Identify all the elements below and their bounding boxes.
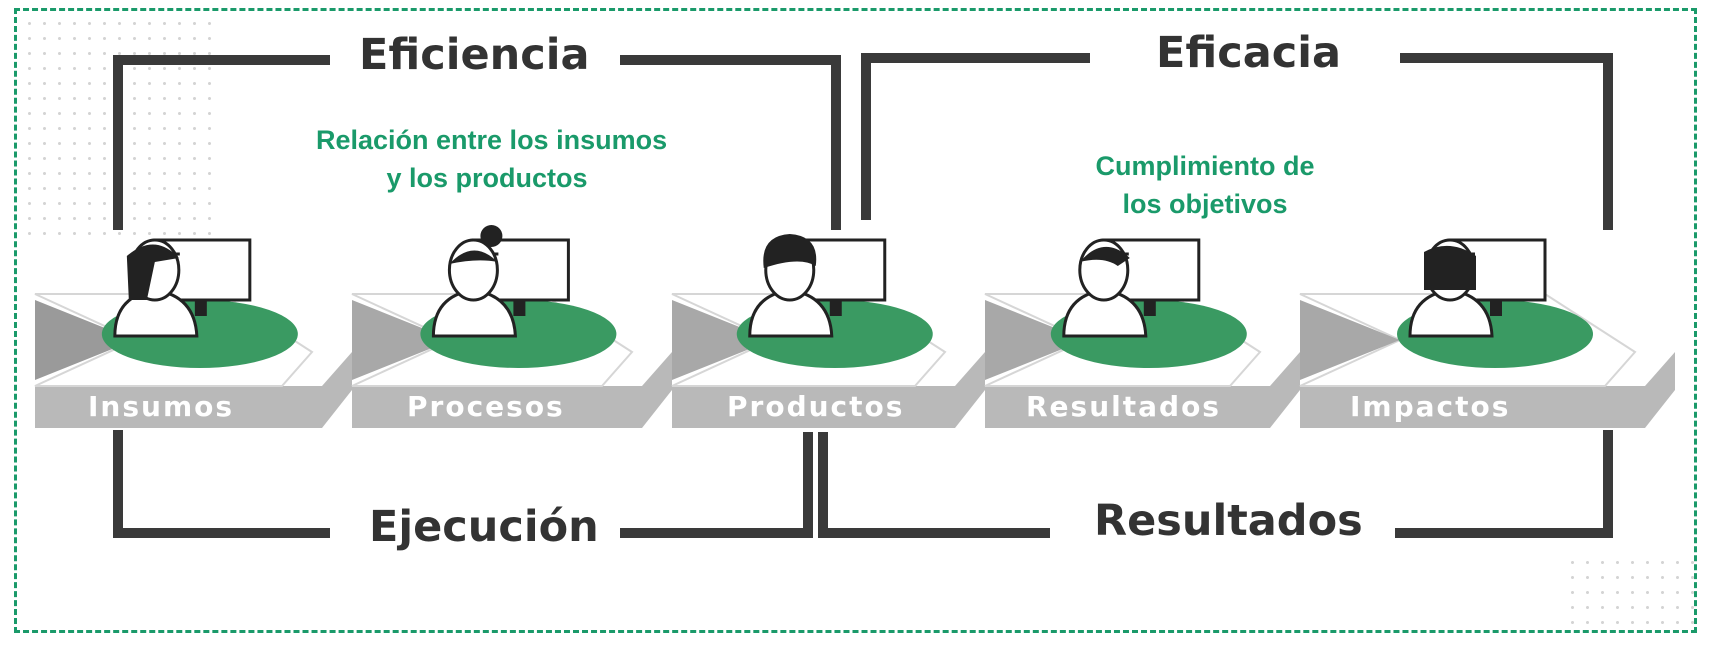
stage-insumos xyxy=(34,238,352,428)
stage-arrow-notch xyxy=(35,300,135,380)
person-hair-icon xyxy=(126,244,179,300)
stage-productos xyxy=(671,234,985,428)
hair-bun-icon xyxy=(480,225,503,247)
stage-label-productos: Productos xyxy=(727,390,905,423)
monitor-stand xyxy=(194,300,207,316)
monitor-stand xyxy=(1490,300,1502,316)
bracket-eficacia xyxy=(861,53,1613,230)
label-ejecucion: Ejecución xyxy=(355,502,613,552)
stage-arrow-notch xyxy=(1300,300,1400,380)
label-eficiencia: Eficiencia xyxy=(345,30,604,80)
desc-eficiencia: Relación entre los insumos y los product… xyxy=(316,121,668,197)
stage-impactos xyxy=(1299,238,1675,428)
person-head-icon xyxy=(447,238,499,302)
stage-label-insumos: Insumos xyxy=(88,390,235,423)
bracket-eficiencia xyxy=(113,55,841,230)
label-resultados: Resultados xyxy=(1080,496,1377,546)
stage-procesos xyxy=(351,225,672,428)
desc-eficacia-line1: Cumplimiento de xyxy=(1095,151,1315,181)
bracket-ejecucion xyxy=(113,430,813,538)
stage-label-impactos: Impactos xyxy=(1350,390,1511,423)
person-hair-icon xyxy=(449,250,498,264)
person-hair-icon xyxy=(1424,245,1476,290)
stage-resultados xyxy=(984,238,1300,428)
stage-front-face xyxy=(1300,352,1675,428)
person-hair-icon xyxy=(763,234,817,268)
stage-arrow-notch xyxy=(672,300,772,380)
monitor-stand xyxy=(829,300,842,316)
dashed-border-frame xyxy=(14,8,1697,633)
stage-label-resultados: Resultados xyxy=(1026,390,1221,423)
stage-arrow-notch xyxy=(985,300,1085,380)
stage-label-procesos: Procesos xyxy=(407,390,565,423)
stage-front-face xyxy=(672,352,985,428)
stage-front-face xyxy=(985,352,1300,428)
person-hair-icon xyxy=(1079,246,1130,266)
bracket-resultados xyxy=(818,430,1613,538)
label-eficacia: Eficacia xyxy=(1142,28,1355,78)
desc-eficiencia-line1: Relación entre los insumos xyxy=(316,125,668,155)
desc-eficacia-line2: los objetivos xyxy=(1122,189,1288,219)
monitor-stand xyxy=(1143,300,1156,316)
stage-arrow-notch xyxy=(352,300,452,380)
stage-front-face xyxy=(35,352,352,428)
stage-front-face xyxy=(352,352,672,428)
desc-eficacia: Cumplimiento de los objetivos xyxy=(1080,147,1330,223)
monitor-stand xyxy=(513,300,526,316)
desc-eficiencia-line2: y los productos xyxy=(386,163,588,193)
dot-pattern-bottom-right xyxy=(1565,555,1695,627)
